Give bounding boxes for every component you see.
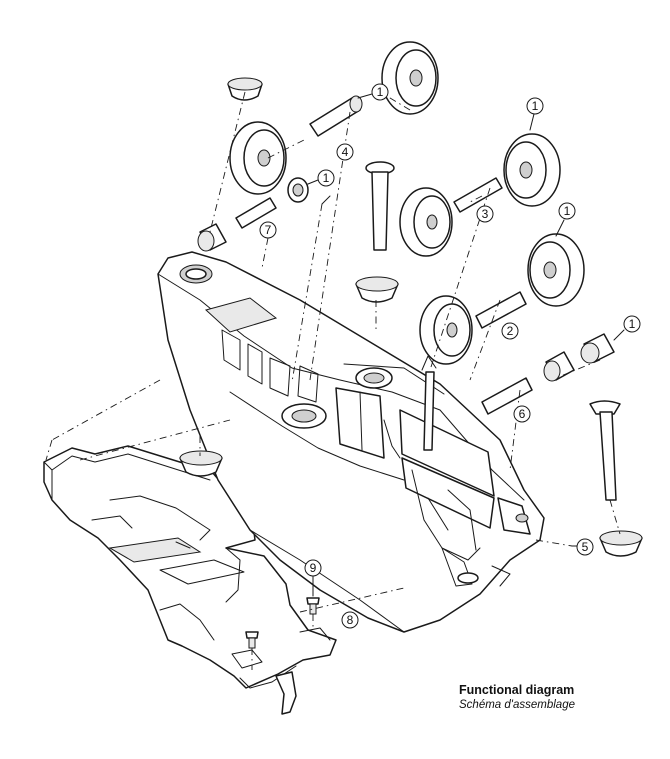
svg-text:5: 5 [582,540,589,554]
svg-text:1: 1 [377,85,384,99]
callout-5: 5 [571,538,594,556]
svg-text:1: 1 [629,317,636,331]
svg-text:1: 1 [323,171,330,185]
svg-text:3: 3 [482,207,489,221]
svg-text:8: 8 [347,613,354,627]
callout-4: 4 [336,143,354,161]
screw-9 [245,597,320,670]
callout-1-right-lower: 1 [613,315,641,341]
svg-text:2: 2 [507,324,514,338]
parts [179,41,643,557]
caption-title: Functional diagram [459,683,575,697]
callout-1-top: 1 [357,83,389,101]
svg-text:7: 7 [265,223,272,237]
callout-2: 2 [501,322,519,340]
callout-1-right-mid: 1 [555,202,576,237]
callout-9: 9 [304,559,322,597]
callout-1-left: 1 [307,169,335,187]
diagram-caption: Functional diagram Schéma d'assemblage [459,683,575,712]
callout-7: 7 [259,221,277,269]
main-frame [157,251,545,633]
svg-text:1: 1 [532,99,539,113]
callout-6: 6 [513,405,531,423]
svg-text:1: 1 [564,204,571,218]
svg-text:9: 9 [310,561,317,575]
callout-3: 3 [476,205,494,223]
svg-text:4: 4 [342,145,349,159]
callout-1-right-upper: 1 [526,97,544,131]
callouts: 1 1 1 1 1 2 3 [259,83,641,629]
svg-text:6: 6 [519,407,526,421]
callout-8: 8 [341,611,359,629]
caption-subtitle: Schéma d'assemblage [459,699,575,711]
